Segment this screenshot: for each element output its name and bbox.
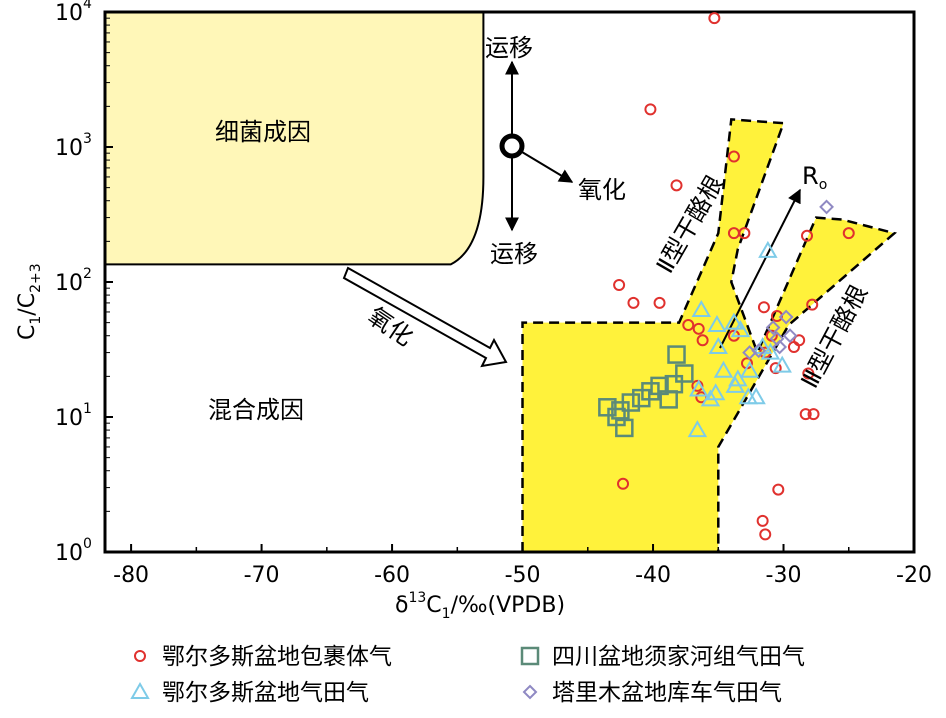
y-tick-label: 101 — [55, 401, 92, 431]
x-tick-label: -20 — [896, 563, 932, 588]
y-tick-label: 104 — [55, 0, 92, 26]
triangle-point — [746, 387, 766, 405]
diamond-point — [778, 309, 794, 325]
circle-point — [793, 334, 806, 347]
circle-point — [653, 296, 666, 309]
triangle-point — [691, 300, 712, 318]
diamond-point — [765, 320, 781, 335]
oxidation-big-arrow — [342, 266, 508, 368]
square-point — [667, 345, 686, 364]
circle-point — [772, 483, 785, 496]
circle-point — [613, 279, 626, 292]
legend-label: 鄂尔多斯盆地包裹体气 — [162, 644, 392, 670]
x-tick-label: -60 — [374, 563, 410, 588]
x-tick-label: -80 — [113, 563, 149, 588]
triangle-point — [739, 360, 760, 378]
origin-circle — [499, 133, 525, 159]
legend-label: 塔里木盆地库车气田气 — [552, 680, 782, 706]
legend-diamond-icon — [522, 684, 538, 700]
square-point — [664, 374, 684, 394]
y-tick-label: 100 — [55, 536, 92, 566]
circle-point — [670, 179, 683, 192]
region-mixed-label: 混合成因 — [208, 396, 304, 424]
diamond-point — [742, 345, 758, 361]
circle-point — [799, 408, 812, 421]
data-points — [598, 12, 855, 541]
y-axis-label: C1/C2+3 — [15, 263, 44, 340]
circle-point — [617, 477, 630, 490]
diamond-point — [819, 199, 834, 215]
triangle-point — [713, 360, 734, 378]
region-bacterial-label: 细菌成因 — [215, 118, 311, 146]
regions-layer — [104, 11, 898, 554]
triangle-point — [724, 312, 744, 330]
circle-point — [807, 408, 820, 421]
diamond-point — [772, 339, 788, 355]
circle-point — [769, 362, 782, 375]
circle-point — [682, 319, 695, 332]
diamond-point — [782, 328, 798, 344]
bacterial-region — [104, 11, 485, 266]
kerogen-region — [521, 118, 898, 554]
x-tick-label: -70 — [244, 563, 280, 588]
x-tick-label: -40 — [635, 563, 671, 588]
triangle-point — [700, 389, 721, 407]
triangle-point — [772, 355, 792, 373]
circle-point — [802, 367, 815, 380]
legend-label: 鄂尔多斯盆地气田气 — [162, 680, 369, 706]
circle-point — [696, 334, 709, 347]
x-tick-label: -30 — [766, 563, 802, 588]
legend-square-icon — [520, 646, 540, 666]
axis-ticks: -80 -70 -60 -50 -40 -30 -20 100 101 102 103 104 — [55, 0, 932, 588]
circle-point — [806, 298, 819, 311]
axis-labels: δ13C1/‰(VPDB) C1/C2+3 — [15, 263, 565, 622]
circle-point — [708, 12, 721, 25]
legend-circle-icon — [134, 650, 146, 662]
square-point — [621, 393, 641, 412]
triangle-point — [688, 379, 709, 397]
y-tick-label: 102 — [55, 266, 92, 296]
circle-point — [787, 341, 800, 354]
circle-point — [738, 227, 751, 240]
triangle-point — [725, 375, 745, 393]
y-tick-label: 103 — [55, 131, 92, 161]
migration-up-label: 运移 — [485, 34, 533, 62]
triangle-point — [707, 315, 727, 333]
triangle-point — [758, 240, 778, 258]
x-tick-label: -50 — [505, 563, 541, 588]
diamond-point — [751, 343, 767, 359]
circle-point — [801, 229, 814, 242]
triangle-point — [708, 336, 728, 355]
circle-point — [691, 379, 704, 392]
oxidation-label: 氧化 — [578, 176, 626, 204]
triangle-point — [730, 320, 751, 338]
circle-point — [757, 301, 770, 314]
ro-arrow — [719, 188, 801, 349]
circle-point — [727, 150, 740, 163]
ro-label: Ro — [802, 162, 827, 193]
circle-point — [756, 514, 769, 527]
oxidation-small-arrow — [521, 151, 574, 183]
triangle-point — [760, 342, 781, 360]
square-point — [607, 407, 626, 427]
triangle-point — [687, 420, 708, 438]
circle-point — [759, 528, 772, 541]
migration-down-label: 运移 — [490, 240, 538, 268]
legend-triangle-icon — [130, 681, 150, 699]
circle-point — [692, 322, 705, 335]
square-point — [675, 364, 694, 383]
x-axis-label: δ13C1/‰(VPDB) — [395, 590, 565, 622]
legend-label: 四川盆地须家河组气田气 — [552, 644, 805, 670]
circle-point — [842, 227, 855, 240]
circle-point — [627, 296, 640, 309]
circle-point — [644, 103, 657, 116]
